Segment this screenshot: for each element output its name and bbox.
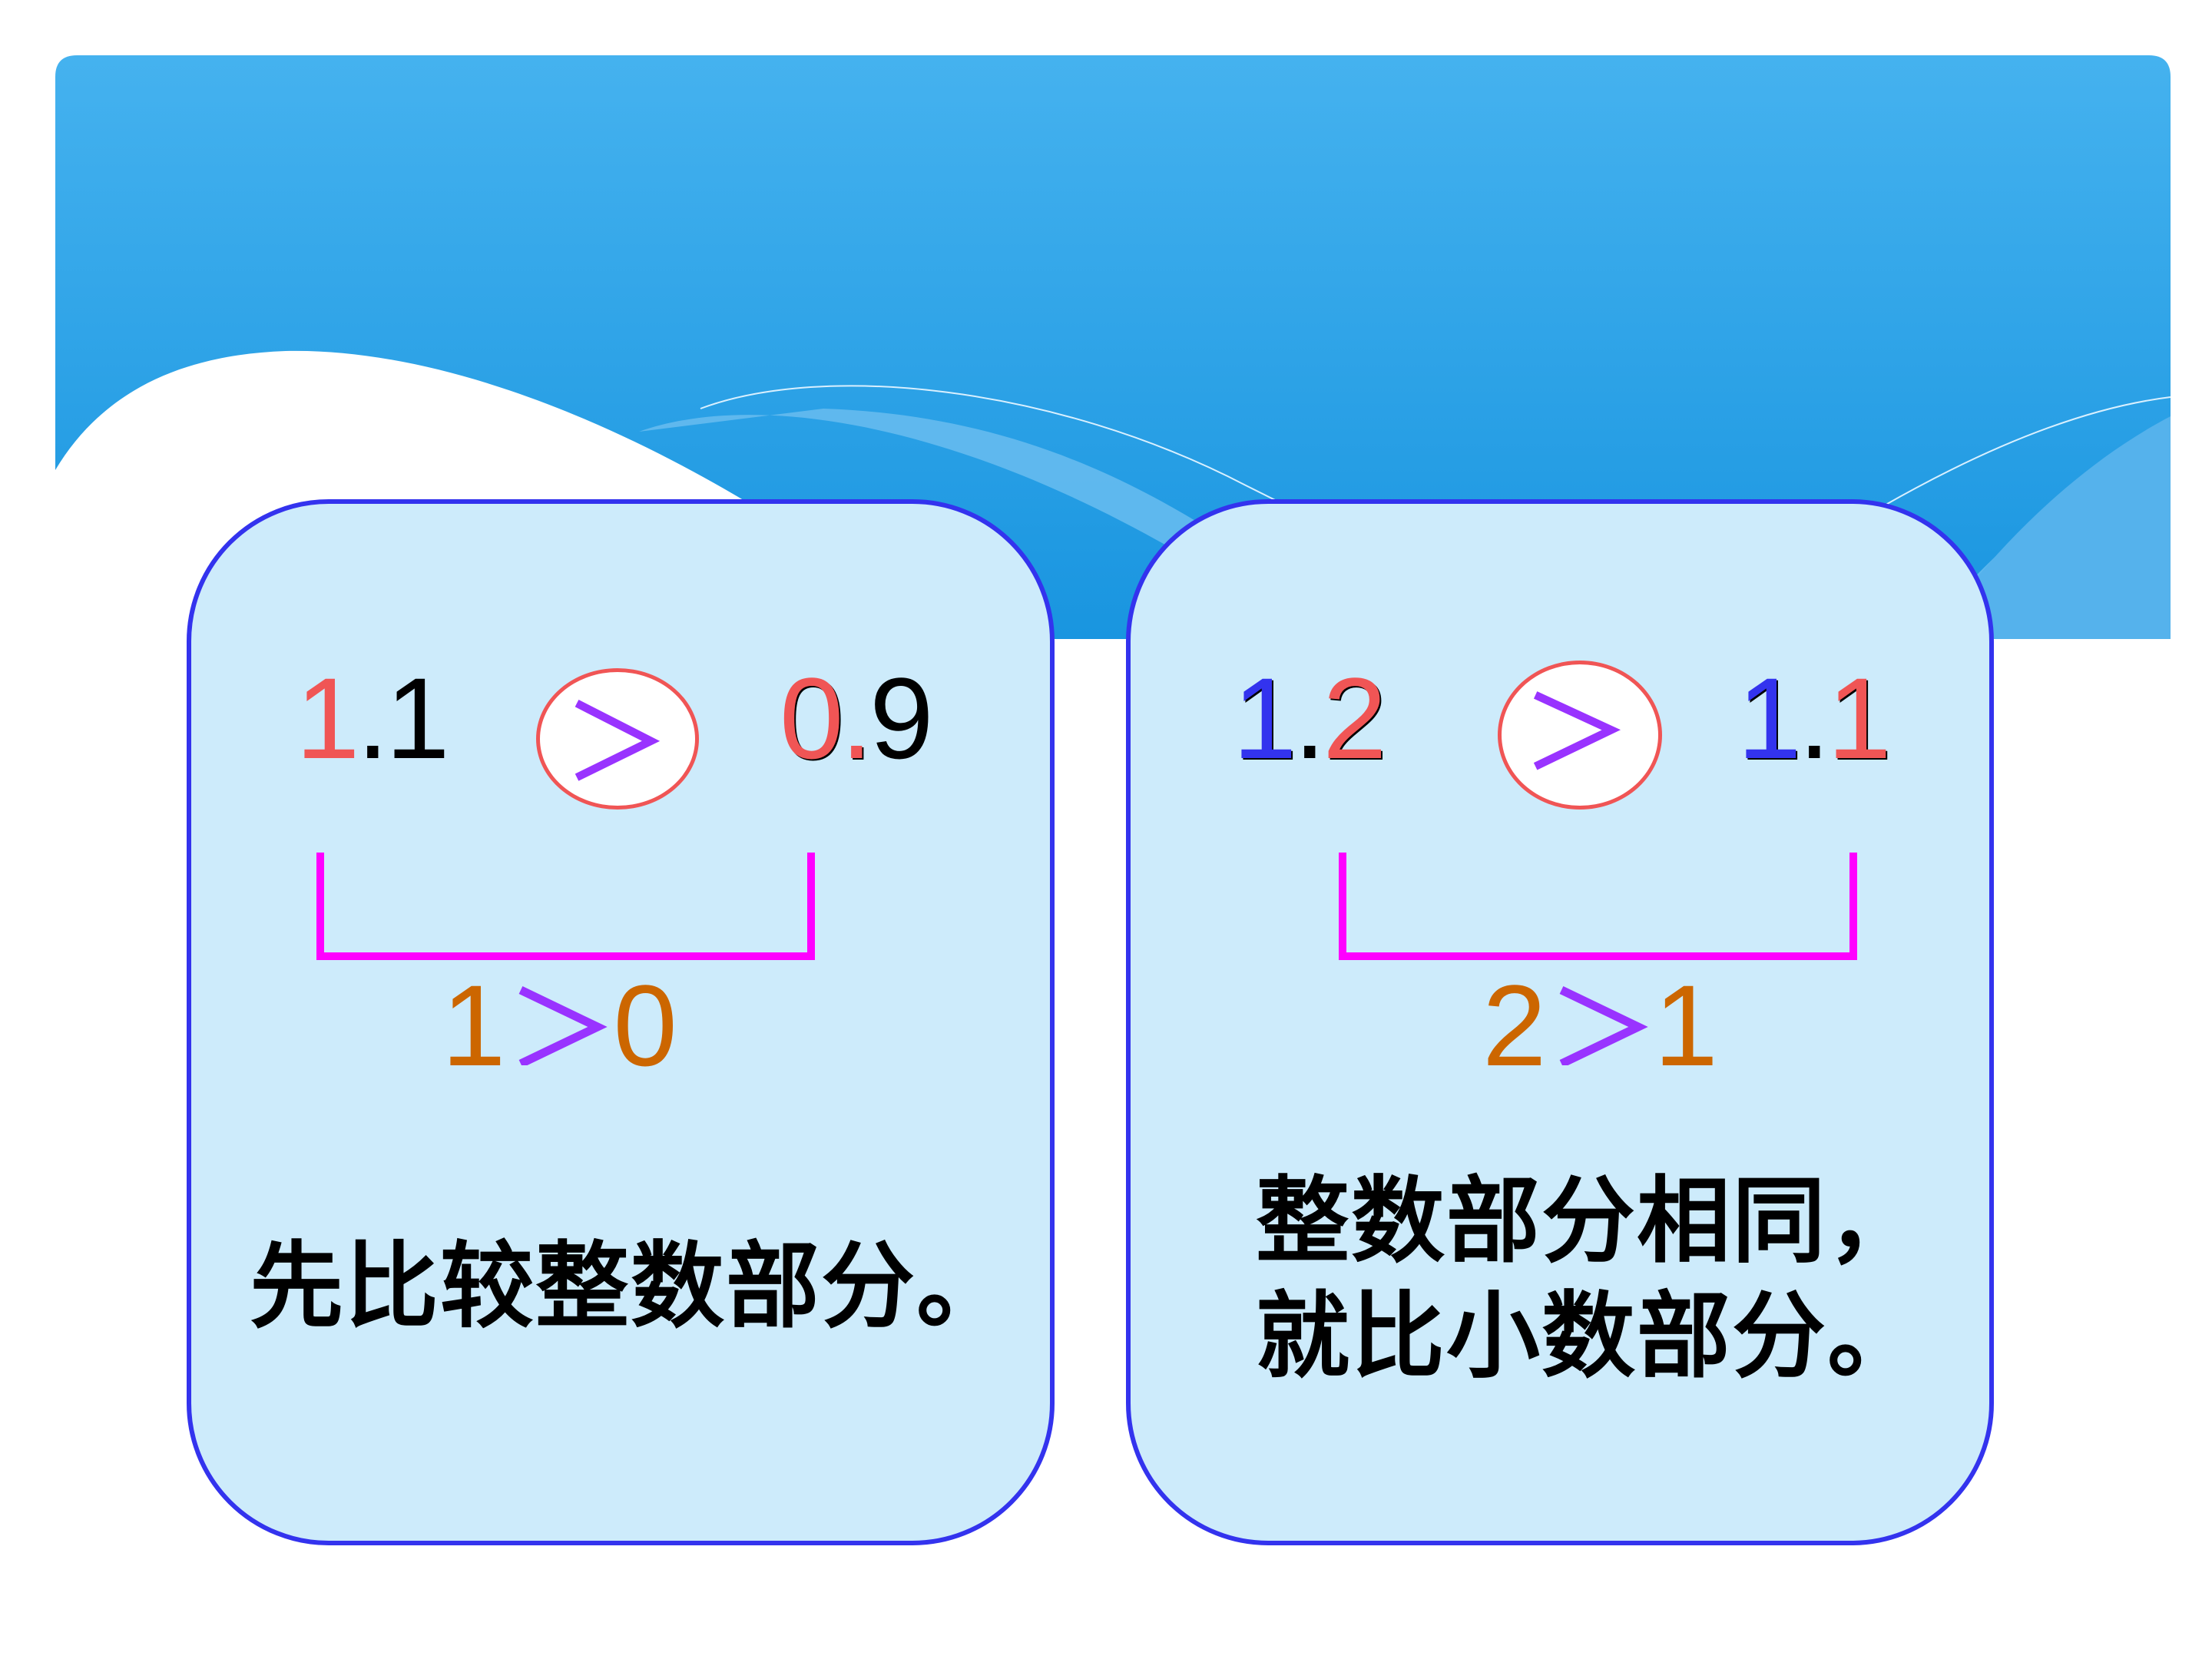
decimal-digit: 1 [1827,654,1891,783]
decimal-digit: 9 [869,654,933,783]
right-caption-line-2: 就比小数部分。 [1256,1282,1922,1391]
result-right: 1 [1654,961,1718,1090]
bracket-connector [1339,853,1857,960]
right-number-1-1: 1.1 [1737,661,1892,776]
integer-digit: 0 [780,654,843,783]
right-caption-line-1: 整数部分相同， [1256,1167,1922,1276]
integer-digit: 1 [1233,654,1296,783]
decimal-point: . [840,654,873,783]
bracket-connector [316,853,815,960]
right-number-0-9: 0.9 [780,661,934,776]
result-left: 1 [442,961,506,1090]
decimal-point: . [1293,654,1326,783]
comparison-circle [1498,661,1662,810]
result-right: 0 [613,961,677,1090]
comparison-circle [536,668,699,810]
greater-than-icon [1533,691,1621,770]
decimal-digit: 2 [1323,654,1386,783]
greater-than-icon [519,986,608,1068]
integer-digit: 1 [1737,654,1801,783]
greater-than-icon [575,700,661,781]
left-number-1-2: 1.2 [1233,661,1387,776]
left-caption: 先比较整数部分。 [250,1232,1012,1341]
decimal-point: . [1798,654,1830,783]
left-number-1-1: 1.1 [296,661,450,776]
decimal-digit: 1 [386,654,449,783]
result-left: 2 [1482,961,1547,1090]
decimal-point: . [356,654,389,783]
greater-than-icon [1560,986,1649,1068]
integer-digit: 1 [296,654,359,783]
